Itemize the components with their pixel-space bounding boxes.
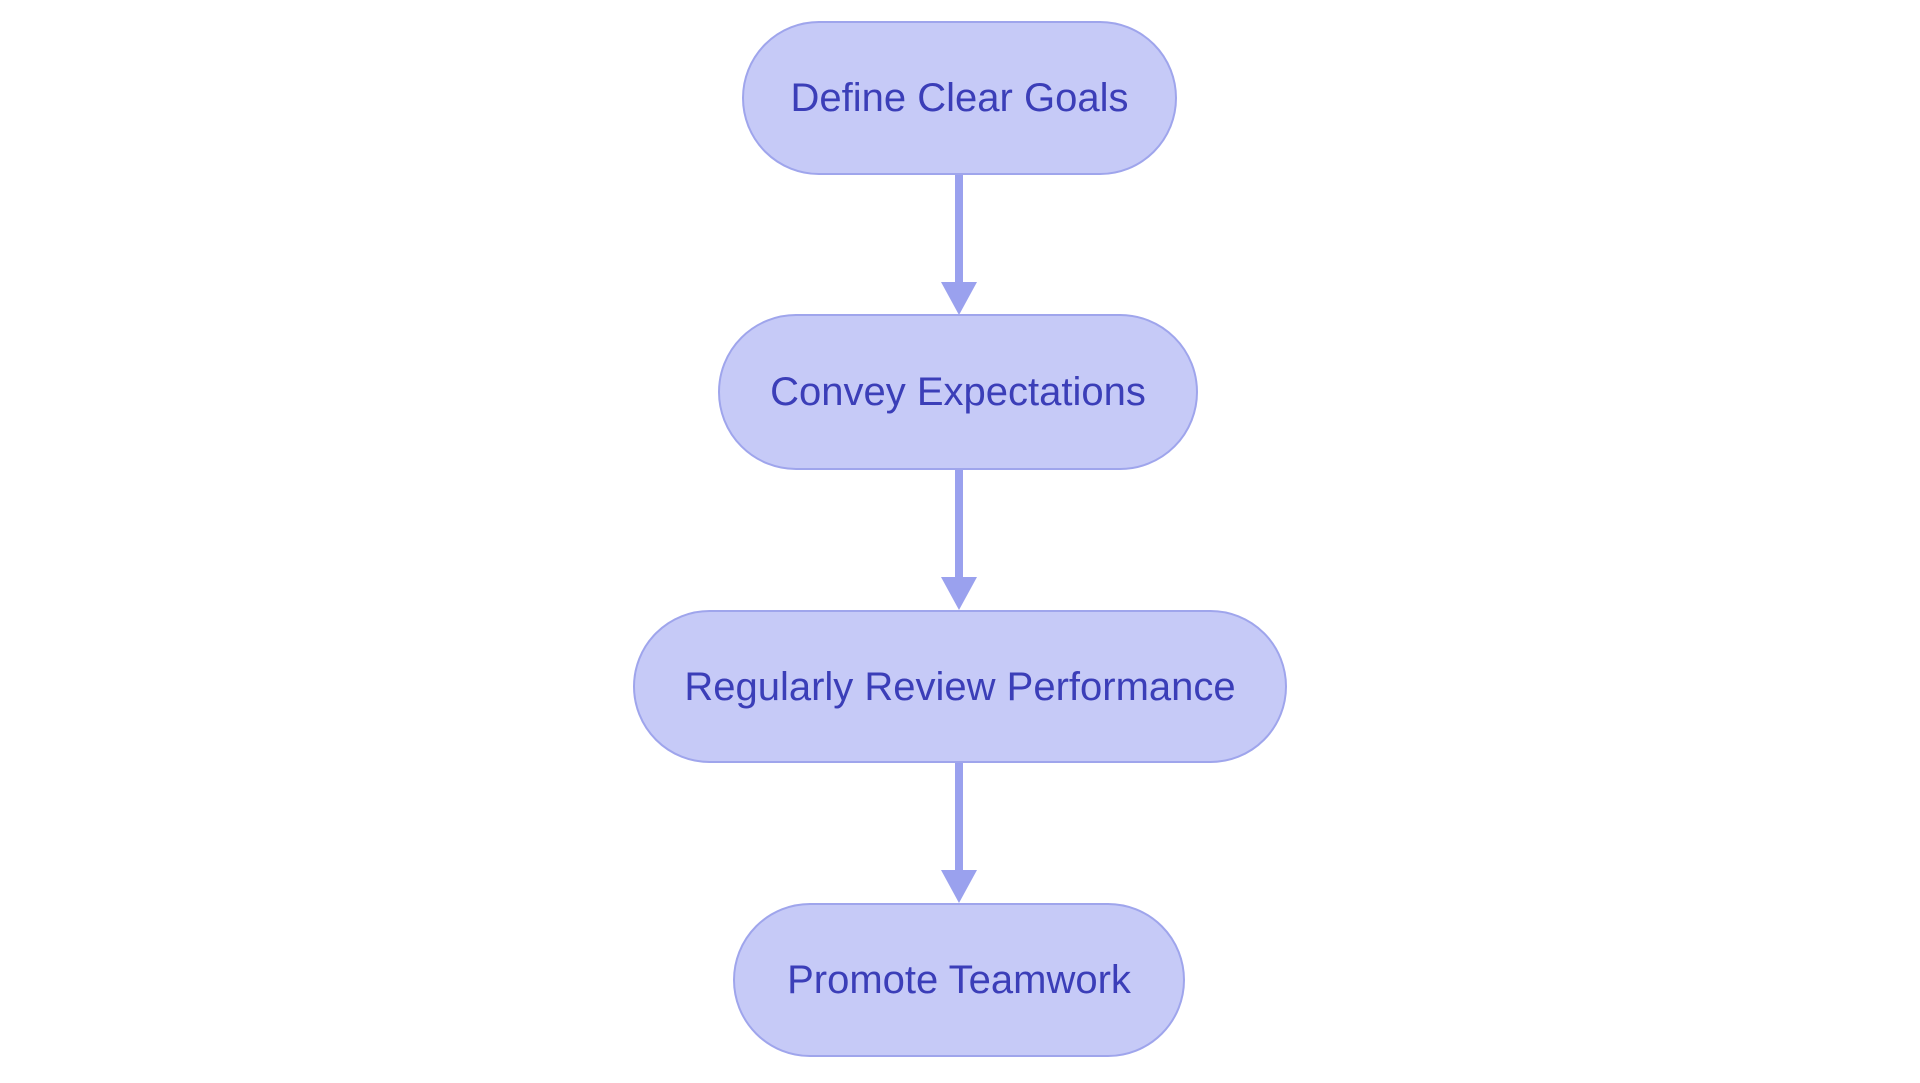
arrow-down-icon xyxy=(940,763,977,903)
arrowhead-icon xyxy=(940,870,977,903)
arrow-shaft xyxy=(954,763,963,870)
arrowhead-icon xyxy=(940,577,977,610)
node-label: Promote Teamwork xyxy=(787,958,1131,1002)
node-label: Regularly Review Performance xyxy=(684,664,1236,709)
flowchart-node-regularly-review-performance: Regularly Review Performance xyxy=(633,610,1287,763)
flowchart-node-define-clear-goals: Define Clear Goals xyxy=(742,21,1177,175)
arrow-down-icon xyxy=(940,175,977,315)
node-label: Define Clear Goals xyxy=(790,76,1129,120)
arrow-down-icon xyxy=(940,470,977,610)
arrow-shaft xyxy=(954,175,963,282)
node-label: Convey Expectations xyxy=(770,370,1146,414)
arrowhead-icon xyxy=(940,282,977,315)
flowchart-node-convey-expectations: Convey Expectations xyxy=(718,314,1198,470)
flowchart-node-promote-teamwork: Promote Teamwork xyxy=(733,903,1185,1057)
arrow-shaft xyxy=(954,470,963,577)
